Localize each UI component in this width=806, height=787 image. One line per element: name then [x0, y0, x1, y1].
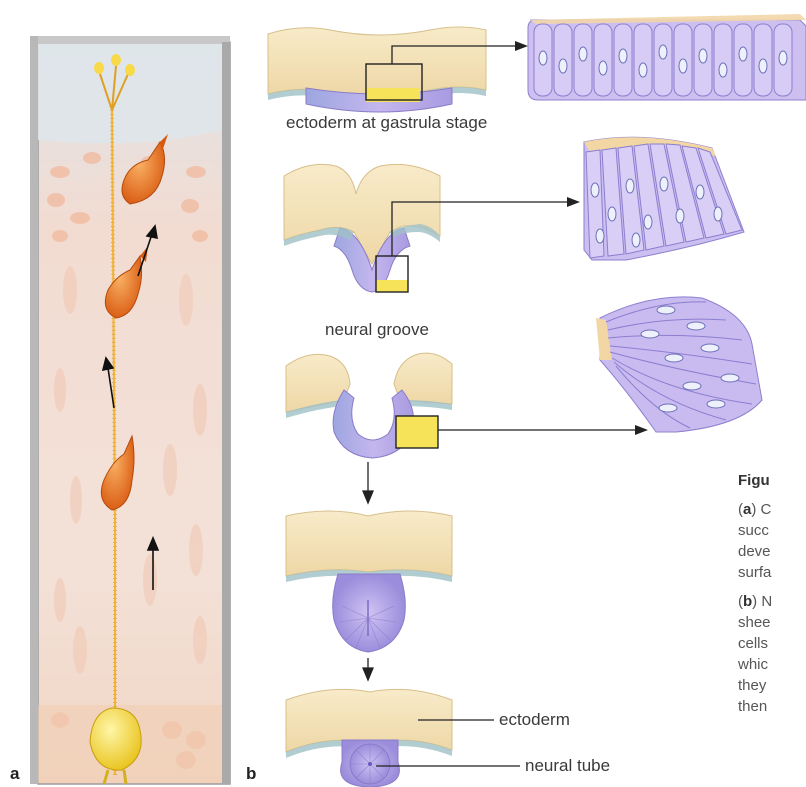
caption-a-line-3: deve: [738, 541, 806, 562]
caption-a-line-1: C: [761, 501, 772, 518]
endfoot-icon: [111, 54, 121, 66]
caption-b-line-5: they: [738, 675, 806, 696]
panel-letter-b: b: [246, 764, 256, 784]
stage-neural-folds: [286, 353, 452, 458]
figure-caption: Figu (a) C succ deve surfa (b) N shee ce…: [738, 470, 806, 717]
label-neural-groove: neural groove: [325, 320, 429, 340]
endfoot-icon: [94, 62, 104, 74]
caption-letter-b: b: [743, 593, 752, 610]
caption-a-line-4: surfa: [738, 562, 806, 583]
caption-b-line-4: whic: [738, 654, 806, 675]
inset-fold-epithelium: [596, 297, 762, 432]
caption-b-line-1: N: [761, 593, 772, 610]
caption-a-line-2: succ: [738, 520, 806, 541]
panel-letter-a: a: [10, 764, 19, 784]
label-neural-tube: neural tube: [525, 756, 610, 776]
caption-b-line-3: cells: [738, 633, 806, 654]
panel-a-illustration: [30, 36, 230, 784]
stage-neural-tube: [286, 689, 452, 787]
stage-neural-groove: [284, 164, 440, 292]
stage-closing-tube: [286, 511, 452, 652]
label-gastrula-ectoderm: ectoderm at gastrula stage: [286, 113, 487, 133]
caption-b-line-2: shee: [738, 612, 806, 633]
label-ectoderm: ectoderm: [499, 710, 570, 730]
endfoot-icon: [125, 64, 135, 76]
caption-paragraph-b: (b) N shee cells whic they then: [738, 591, 806, 717]
caption-paragraph-a: (a) C succ deve surfa: [738, 499, 806, 583]
stage-gastrula-ectoderm: [268, 27, 486, 112]
caption-b-line-6: then: [738, 696, 806, 717]
caption-figure-label: Figu: [738, 470, 806, 491]
inset-columnar-epithelium: [528, 14, 806, 100]
caption-letter-a: a: [743, 501, 751, 518]
inset-groove-epithelium: [584, 137, 744, 260]
